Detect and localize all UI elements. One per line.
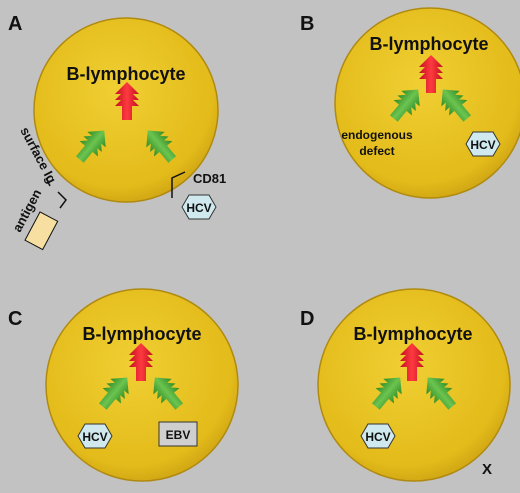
endogenous-label: endogenous	[341, 128, 413, 142]
cell-title-c: B-lymphocyte	[82, 324, 201, 344]
panel-b: B B-lymphocyte endogenous defect HCV	[300, 7, 520, 199]
panel-letter-d: D	[300, 308, 314, 330]
hcv-virus-b	[465, 131, 501, 157]
x-mark: X	[482, 461, 492, 478]
defect-label: defect	[359, 144, 394, 158]
antigen-box	[24, 211, 59, 251]
panel-letter-c: C	[8, 308, 22, 330]
hcv-label-c: HCV	[82, 430, 107, 444]
panel-letter-b: B	[300, 13, 314, 35]
b-cell-c	[45, 288, 239, 482]
panel-c: C B-lymphocyte HCV EBV	[8, 288, 239, 482]
b-cell-d	[317, 288, 511, 482]
hcv-virus-c	[77, 423, 113, 449]
panel-a: A B-lymphocyte surface Ig antigen CD81 H…	[8, 13, 226, 251]
cell-title-d: B-lymphocyte	[353, 324, 472, 344]
surface-ig-receptor	[45, 177, 67, 209]
hcv-label-b: HCV	[470, 138, 495, 152]
ebv-box	[158, 421, 198, 447]
cell-title-a: B-lymphocyte	[66, 64, 185, 84]
ebv-label: EBV	[166, 428, 191, 442]
hcv-virus-a	[181, 194, 217, 220]
hcv-label-a: HCV	[186, 201, 211, 215]
cd81-label: CD81	[193, 171, 226, 186]
hcv-label-d: HCV	[365, 430, 390, 444]
cell-title-b: B-lymphocyte	[369, 34, 488, 54]
cd81-receptor	[171, 171, 186, 198]
panel-letter-a: A	[8, 13, 22, 35]
panel-d: D B-lymphocyte HCV X	[300, 288, 511, 482]
hcv-virus-d	[360, 423, 396, 449]
